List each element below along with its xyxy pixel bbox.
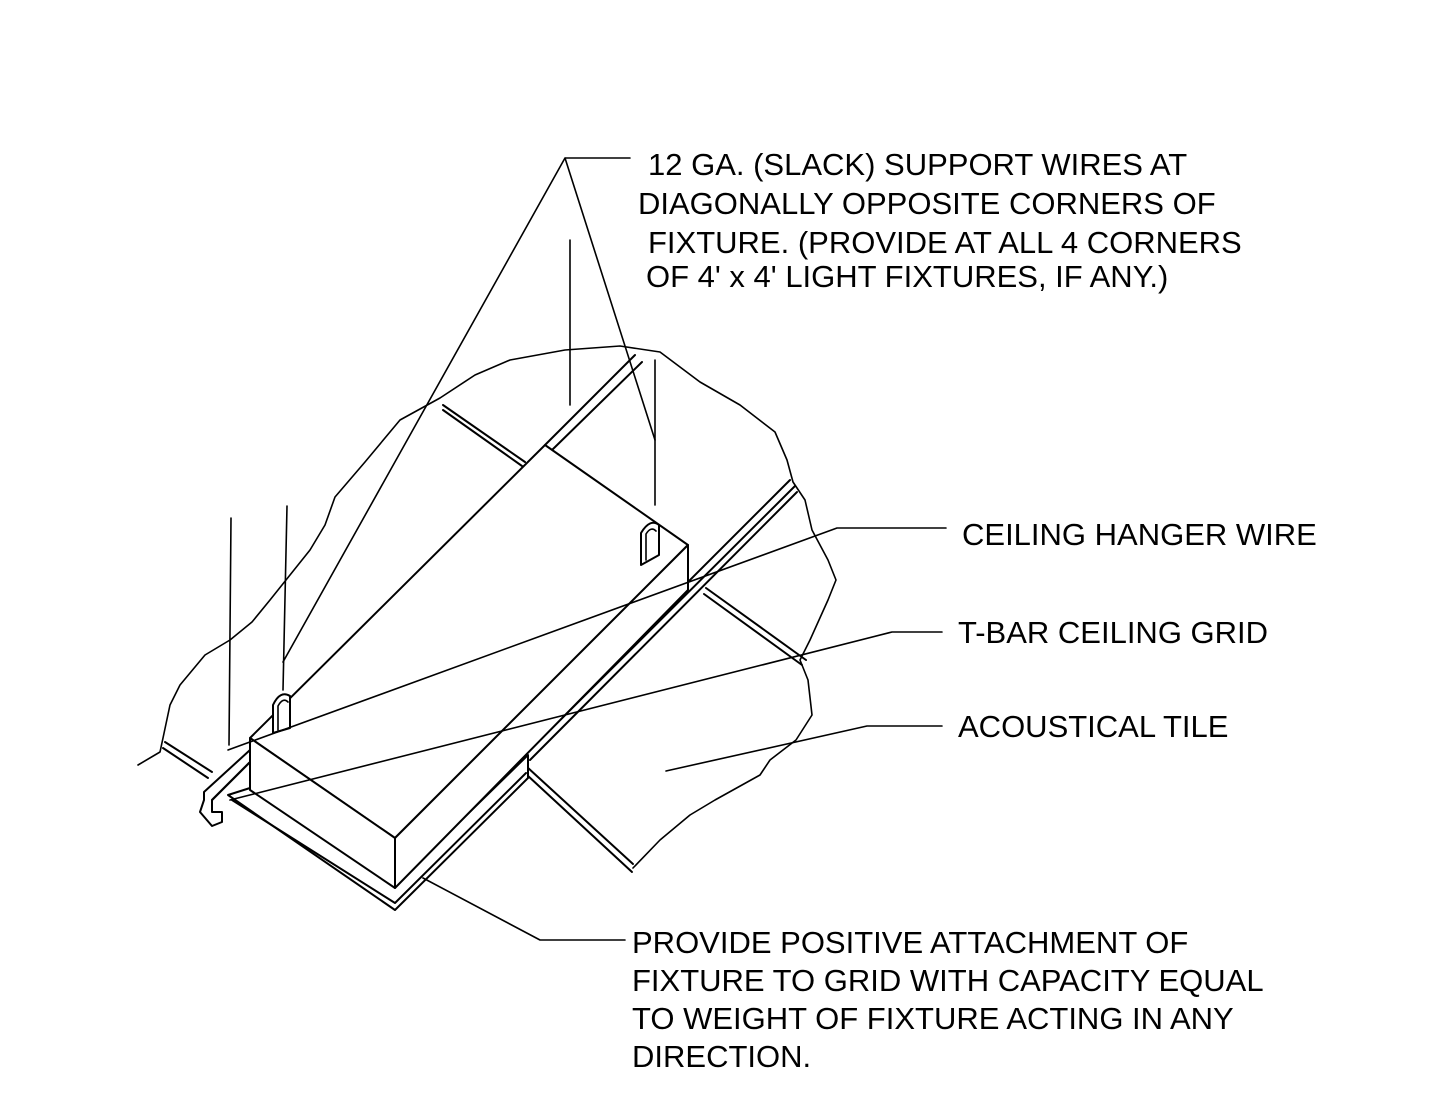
cross-tee-lower-left <box>164 741 213 773</box>
leader-hanger-wire <box>227 527 947 751</box>
note-attachment-line-1: PROVIDE POSITIVE ATTACHMENT OF <box>632 925 1189 960</box>
main-runner-right-c <box>529 491 798 761</box>
main-runner-upper <box>544 354 636 446</box>
note-support-wires-line-2: DIAGONALLY OPPOSITE CORNERS OF <box>638 186 1216 221</box>
hanger-wire-1 <box>228 517 232 746</box>
note-tbar-ceiling-grid: T-BAR CEILING GRID <box>958 615 1269 650</box>
tbar-edge <box>211 761 251 801</box>
leader-support-wires <box>282 157 656 663</box>
fixture-flange-lip <box>231 772 527 904</box>
wire-tab-left <box>272 693 291 734</box>
cross-tee-upper-left <box>442 404 526 463</box>
cross-tee-right-low-b <box>526 774 633 873</box>
cross-tee-right-mid <box>705 587 807 661</box>
note-support-wires-line-4: OF 4' x 4' LIGHT FIXTURES, IF ANY.) <box>646 259 1169 294</box>
cross-tee-right-mid-b <box>703 593 803 666</box>
cross-tee-upper-left-b <box>442 409 523 467</box>
cross-tee-lower-left-b <box>162 747 209 779</box>
fixture-side <box>394 544 689 889</box>
ceiling-break-outline <box>137 345 837 869</box>
cross-tee-right-low <box>526 766 634 865</box>
note-acoustical-tile: ACOUSTICAL TILE <box>958 709 1229 744</box>
wire-tab-right-loop <box>645 528 657 561</box>
note-support-wires-line-1: 12 GA. (SLACK) SUPPORT WIRES AT <box>648 147 1188 182</box>
note-attachment-line-2: FIXTURE TO GRID WITH CAPACITY EQUAL <box>632 963 1264 998</box>
main-runner-upper-b <box>551 361 643 451</box>
leader-attachment <box>422 877 626 941</box>
note-ceiling-hanger-wire: CEILING HANGER WIRE <box>962 517 1317 552</box>
leader-acoustical-tile <box>665 725 943 772</box>
note-support-wires-line-3: FIXTURE. (PROVIDE AT ALL 4 CORNERS <box>648 225 1242 260</box>
note-attachment: PROVIDE POSITIVE ATTACHMENT OF FIXTURE T… <box>632 924 1264 1076</box>
note-attachment-line-4: DIRECTION. <box>632 1039 812 1074</box>
note-attachment-line-3: TO WEIGHT OF FIXTURE ACTING IN ANY <box>632 1001 1234 1036</box>
wire-tab-left-loop <box>277 699 289 731</box>
leader-tbar-grid <box>229 631 943 801</box>
